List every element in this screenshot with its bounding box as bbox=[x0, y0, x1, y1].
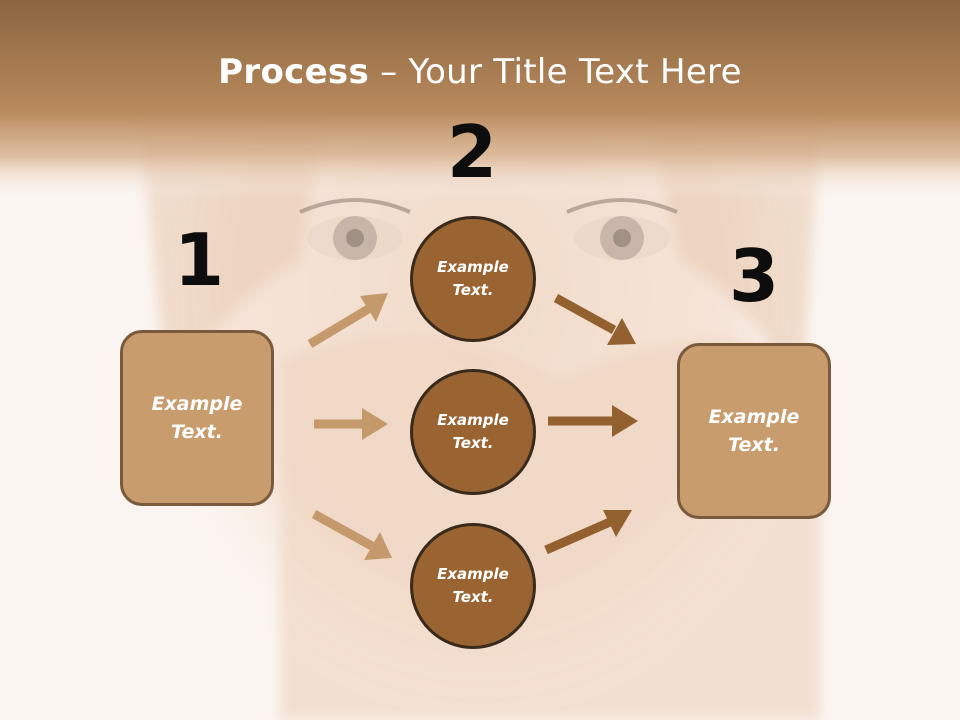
step-number-1: 1 bbox=[173, 218, 225, 302]
step-number-3: 3 bbox=[728, 234, 780, 318]
step-3-box-text: Example Text. bbox=[708, 405, 800, 457]
arrow-2a-to-3 bbox=[553, 294, 636, 345]
arrow-1-to-2c bbox=[311, 510, 392, 560]
step-2-circle-1-text: Example Text. bbox=[437, 257, 509, 299]
step-2-circle-1: Example Text. bbox=[410, 216, 536, 342]
step-1-box-text: Example Text. bbox=[151, 392, 243, 444]
step-2-circle-3: Example Text. bbox=[410, 523, 536, 649]
step-3-box: Example Text. bbox=[677, 343, 831, 519]
arrow-2c-to-3 bbox=[544, 510, 632, 555]
title-bold: Process bbox=[218, 52, 370, 92]
step-2-circle-3-text: Example Text. bbox=[437, 564, 509, 606]
arrow-1-to-2b bbox=[314, 408, 388, 440]
slide-title: Process – Your Title Text Here bbox=[0, 52, 960, 92]
arrow-1-to-2a bbox=[307, 293, 388, 348]
step-number-2: 2 bbox=[446, 110, 498, 194]
step-1-box: Example Text. bbox=[120, 330, 274, 506]
step-2-circle-2-text: Example Text. bbox=[437, 410, 509, 452]
arrow-2b-to-3 bbox=[548, 405, 638, 437]
title-rest: – Your Title Text Here bbox=[369, 52, 742, 92]
step-2-circle-2: Example Text. bbox=[410, 369, 536, 495]
